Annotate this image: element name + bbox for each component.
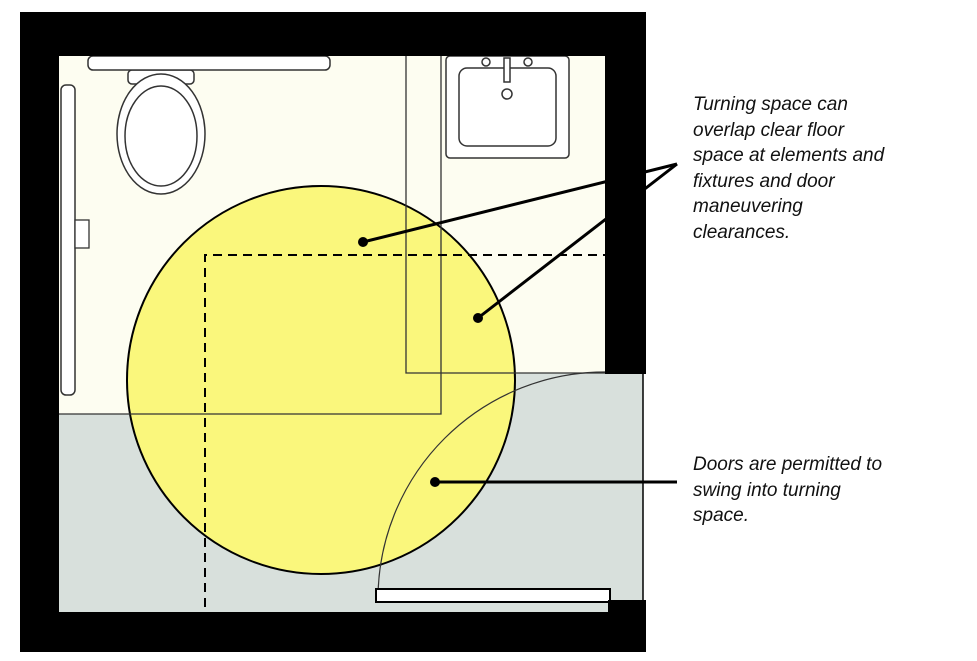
leader-lines	[362, 162, 678, 484]
rear-grab-bar	[87, 55, 331, 71]
door-leaf	[375, 588, 611, 603]
leader-dots	[358, 237, 483, 487]
note-line: space.	[693, 505, 749, 526]
dashed-clearance-lines	[204, 254, 605, 607]
door-swing-arc	[377, 371, 606, 599]
note-line: Turning space can	[693, 94, 848, 115]
note-line: swing into turning	[693, 479, 841, 501]
toilet-icon	[116, 69, 206, 195]
note-line: fixtures and door	[693, 170, 835, 192]
side-grab-bar	[60, 84, 76, 396]
note-line: clearances.	[693, 221, 791, 243]
clear-floor-outlines	[59, 56, 605, 415]
note-line: maneuvering	[693, 196, 803, 217]
toilet-paper-dispenser	[74, 219, 90, 249]
note-line: overlap clear floor	[693, 119, 845, 141]
note-line: space at elements and	[693, 145, 885, 166]
note-turning-space-overlap: Turning space can overlap clear floor sp…	[693, 92, 884, 245]
walls	[20, 12, 646, 652]
note-line: Doors are permitted to	[693, 454, 883, 475]
sink-icon	[445, 55, 570, 159]
note-door-swing: Doors are permitted to swing into turnin…	[693, 452, 882, 529]
turning-space-circle	[126, 185, 516, 575]
